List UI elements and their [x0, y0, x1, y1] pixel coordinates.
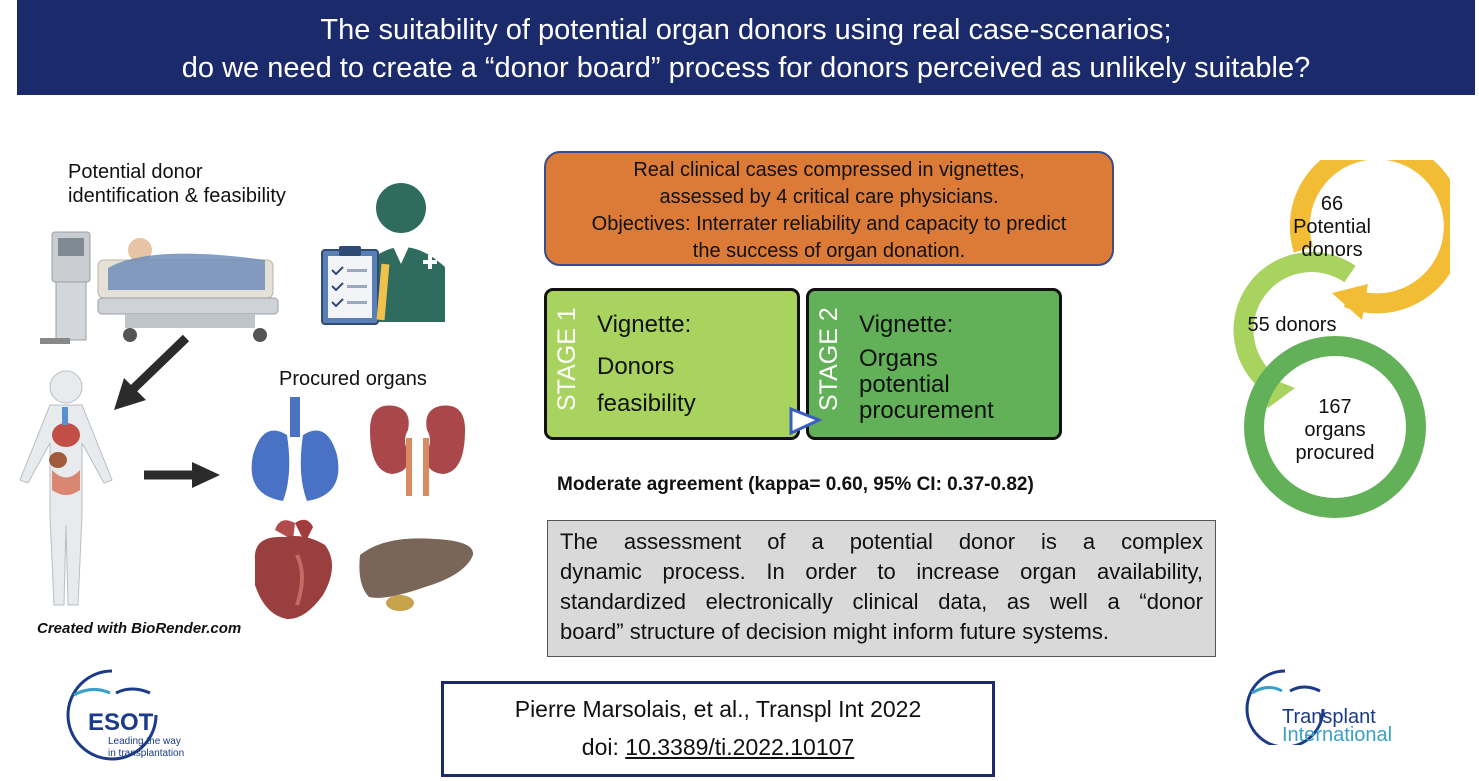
- conclusion-box: The assessment of a potential donor is a…: [547, 520, 1216, 657]
- ring-yellow-arrowhead: [1332, 284, 1368, 320]
- arrow-down-left-icon: [114, 334, 190, 410]
- stage-1-title: Vignette:: [597, 311, 692, 338]
- citation-authors: Pierre Marsolais, et al., Transpl Int 20…: [514, 696, 922, 722]
- heart-icon: [254, 519, 333, 620]
- hospital-bed-icon: [40, 231, 279, 344]
- stage-2-title: Vignette:: [859, 311, 954, 338]
- identification-label: Potential donor identification & feasibi…: [68, 161, 286, 207]
- potential-donors-count: 66: [1320, 193, 1344, 215]
- esot-logo-icon: [66, 669, 158, 761]
- title-banner: The suitability of potential organ donor…: [17, 0, 1475, 95]
- ring-potential-donors: [1289, 160, 1450, 314]
- ring-donors: [1233, 252, 1356, 395]
- human-body-icon: [19, 370, 113, 606]
- biorender-credit: Created with BioRender.com: [37, 620, 242, 637]
- doi-link[interactable]: 10.3389/ti.2022.10107: [625, 734, 855, 760]
- ring-organs-procured: [1244, 336, 1426, 518]
- title-line-2: do we need to create a “donor board” pro…: [181, 52, 1311, 84]
- stage-connector-arrow-icon: [789, 406, 823, 436]
- arrow-right-icon: [144, 462, 220, 488]
- agreement-result: Moderate agreement (kappa= 0.60, 95% CI:…: [557, 474, 1034, 495]
- stage-1-tag: STAGE 1: [553, 307, 581, 411]
- stage-1-box: STAGE 1 Vignette: Donors feasibility: [544, 288, 800, 440]
- citation-doi-prefix: doi:: [581, 734, 626, 760]
- doctor-checklist-icon: [321, 183, 445, 325]
- citation-box: Pierre Marsolais, et al., Transpl Int 20…: [441, 681, 995, 777]
- liver-icon: [359, 538, 474, 611]
- transplant-international-logo-icon: [1245, 669, 1325, 745]
- procured-organs-label: Procured organs: [279, 368, 427, 390]
- donor-flow-rings: [1233, 160, 1450, 518]
- donors-count: 55 donors: [1247, 314, 1337, 336]
- stage-2-box: STAGE 2 Vignette: Organs potential procu…: [806, 288, 1062, 440]
- kidneys-icon: [370, 405, 465, 496]
- title-line-1: The suitability of potential organ donor…: [320, 14, 1172, 46]
- ti-logo-line-1: Transplant: [1282, 706, 1376, 728]
- organs-procured-count: 167: [1318, 396, 1352, 418]
- esot-logo-name: ESOT: [88, 709, 154, 736]
- ti-logo-line-2: International: [1282, 724, 1393, 746]
- lungs-icon: [251, 397, 339, 501]
- stage-2-tag: STAGE 2: [815, 307, 843, 411]
- objectives-box: Real clinical cases compressed in vignet…: [544, 151, 1114, 266]
